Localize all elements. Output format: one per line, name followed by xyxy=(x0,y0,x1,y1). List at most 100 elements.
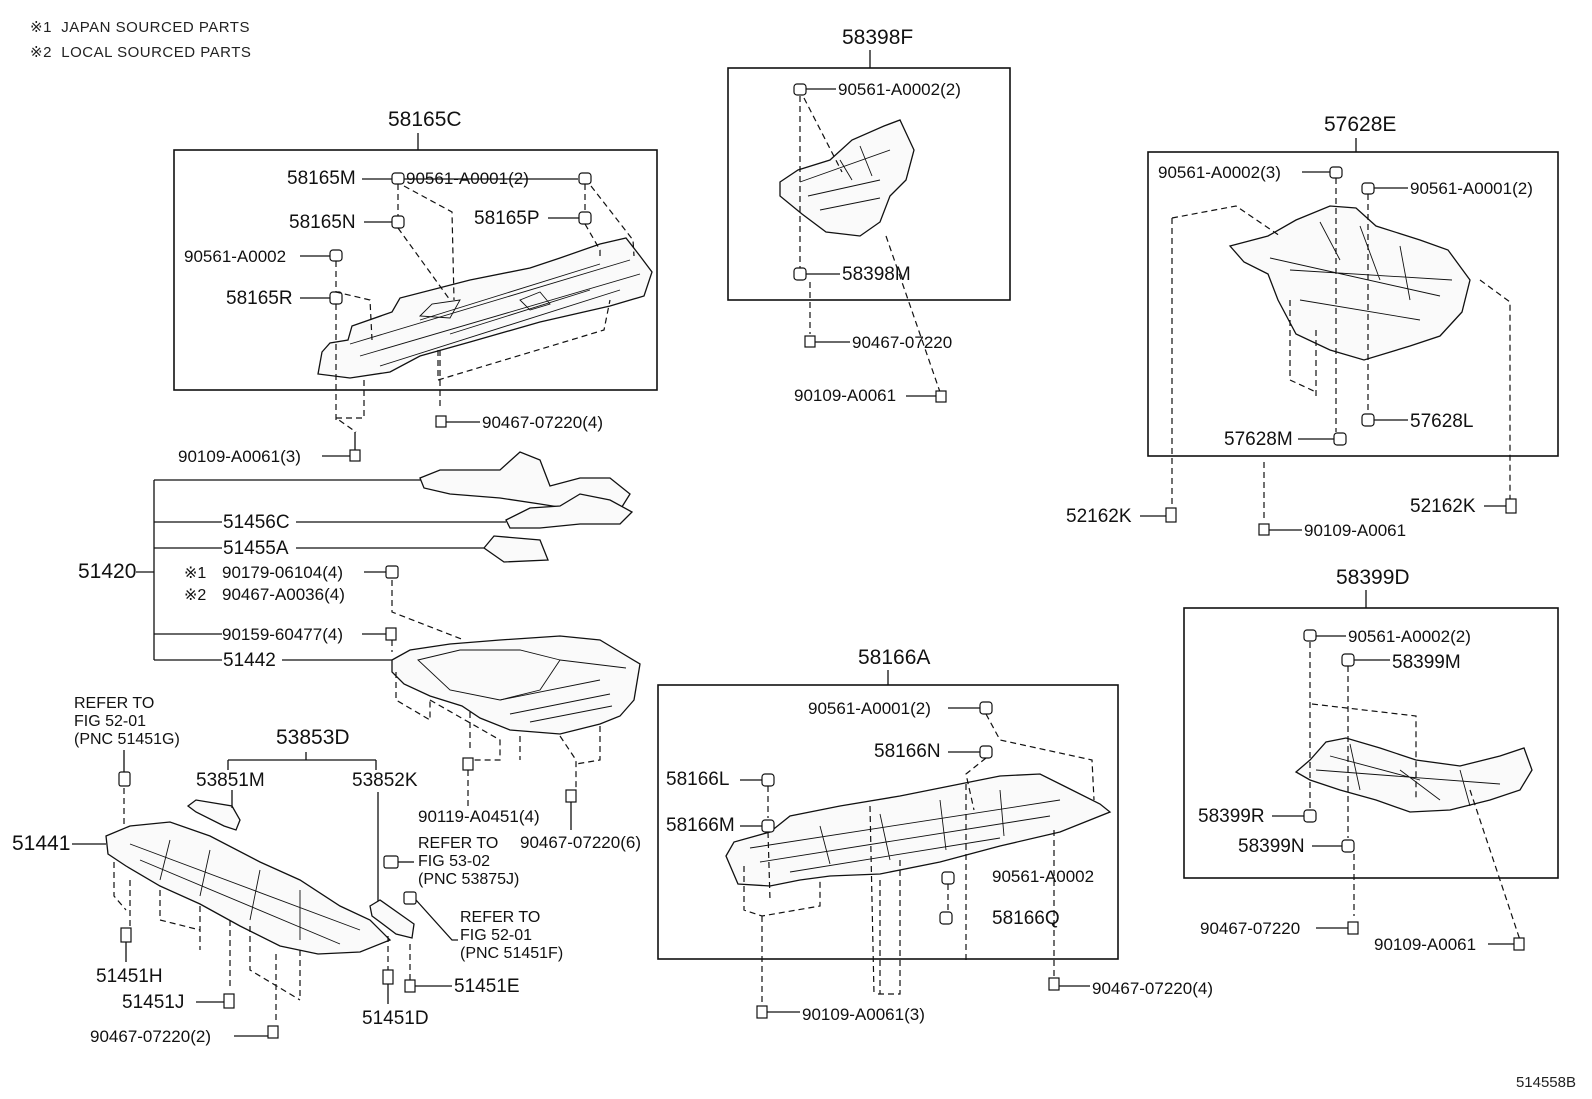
label-90467-07220-6[interactable]: 90467-07220(6) xyxy=(520,833,641,852)
clip-58398m-icon[interactable] xyxy=(793,267,807,281)
clip-58399n-icon[interactable] xyxy=(1341,839,1355,853)
label-57628m[interactable]: 57628M xyxy=(1224,429,1293,450)
label-58399n[interactable]: 58399N xyxy=(1238,836,1305,857)
label-51441[interactable]: 51441 xyxy=(12,832,70,855)
bolt-90119-a0451-icon[interactable] xyxy=(462,757,474,771)
label-52162k-right[interactable]: 52162K xyxy=(1410,496,1476,517)
bracket-53851m[interactable] xyxy=(186,799,241,831)
clip-90561-a0002-icon[interactable] xyxy=(793,83,807,96)
refer-3-line3[interactable]: (PNC 51451F) xyxy=(460,945,563,962)
group-label-58399d[interactable]: 58399D xyxy=(1336,566,1410,589)
label-90467-07220-4[interactable]: 90467-07220(4) xyxy=(482,413,603,432)
group-label-57628e[interactable]: 57628E xyxy=(1324,113,1396,136)
clip-58399r-icon[interactable] xyxy=(1303,809,1317,823)
bolt-90109-a0061-icon[interactable] xyxy=(756,1005,768,1019)
label-58165r[interactable]: 58165R xyxy=(226,288,293,309)
bolt-90467-07220-icon[interactable] xyxy=(804,335,816,348)
refer-2-line1[interactable]: REFER TO xyxy=(418,835,498,852)
label-58166l[interactable]: 58166L xyxy=(666,769,729,790)
label-51451j[interactable]: 51451J xyxy=(122,992,184,1013)
group-label-58165c[interactable]: 58165C xyxy=(388,108,462,131)
label-58166m[interactable]: 58166M xyxy=(666,815,735,836)
bolt-90467-07220-icon[interactable] xyxy=(1048,977,1060,991)
label-90467-07220b[interactable]: 90467-07220 xyxy=(1200,919,1300,938)
group-label-53853d[interactable]: 53853D xyxy=(276,726,350,749)
bolt-90467-07220-icon[interactable] xyxy=(267,1025,279,1039)
refer-2-line2[interactable]: FIG 53-02 xyxy=(418,853,490,870)
label-51455a[interactable]: 51455A xyxy=(223,538,289,559)
clip-51451d-icon[interactable] xyxy=(382,969,394,985)
label-58165n[interactable]: 58165N xyxy=(289,212,356,233)
refer-1-line3[interactable]: (PNC 51451G) xyxy=(74,731,180,748)
label-90159-60477-4[interactable]: 90159-60477(4) xyxy=(222,625,343,644)
bolt-90109-a0061-icon[interactable] xyxy=(1513,937,1525,951)
clip-58166q-icon[interactable] xyxy=(939,911,953,925)
engine-under-cover-58166a[interactable] xyxy=(725,773,1112,887)
label-58165p[interactable]: 58165P xyxy=(474,208,540,229)
engine-under-cover-51442[interactable] xyxy=(391,635,641,735)
screw-52162k-icon[interactable] xyxy=(1505,498,1517,514)
label-90561-a0002-2[interactable]: 90561-A0002(2) xyxy=(838,80,961,99)
clip-58165r-icon[interactable] xyxy=(329,291,343,305)
label-58399m[interactable]: 58399M xyxy=(1392,652,1461,673)
bolt-90467-07220-icon[interactable] xyxy=(565,789,577,803)
label-90561-a0001-2[interactable]: 90561-A0001(2) xyxy=(406,169,529,188)
engine-under-cover-rear[interactable] xyxy=(317,237,653,379)
clip-90561-a0001-icon[interactable] xyxy=(979,701,993,715)
clip-90561-a0002-icon[interactable] xyxy=(1303,629,1317,642)
clip-90561-a0002-icon[interactable] xyxy=(329,249,343,262)
label-58399r[interactable]: 58399R xyxy=(1198,806,1265,827)
clip-58165p-icon[interactable] xyxy=(578,211,592,225)
label-52162k-left[interactable]: 52162K xyxy=(1066,506,1132,527)
clip-90159-60477-icon[interactable] xyxy=(385,627,397,641)
label-57628l[interactable]: 57628L xyxy=(1410,411,1473,432)
clip-90561-a0001-icon[interactable] xyxy=(578,172,592,185)
label-90561-a0002b[interactable]: 90561-A0002 xyxy=(992,867,1094,886)
clip-57628m-icon[interactable] xyxy=(1333,432,1347,446)
screw-52162k-icon[interactable] xyxy=(1165,507,1177,523)
clip-58166n-icon[interactable] xyxy=(979,745,993,759)
refer-1-line2[interactable]: FIG 52-01 xyxy=(74,713,146,730)
label-90179-06104-4[interactable]: 90179-06104(4) xyxy=(222,563,343,582)
group-label-51420[interactable]: 51420 xyxy=(78,560,136,583)
fender-liner-58398f[interactable] xyxy=(779,119,915,237)
fender-liner-58399d[interactable] xyxy=(1294,737,1533,813)
clip-90561-a0002-icon[interactable] xyxy=(941,871,955,885)
clip-53875j-icon[interactable] xyxy=(383,855,399,869)
bolt-90109-a0061-icon[interactable] xyxy=(935,390,947,403)
insulator-51456c[interactable] xyxy=(505,493,634,529)
label-90109-a0061b[interactable]: 90109-A0061 xyxy=(1304,521,1406,540)
bolt-90109-a0061-icon[interactable] xyxy=(349,432,361,462)
label-90467-07220-2[interactable]: 90467-07220(2) xyxy=(90,1027,211,1046)
label-58165m[interactable]: 58165M xyxy=(287,168,356,189)
bolt-90467-07220-icon[interactable] xyxy=(435,415,447,428)
bolt-90467-07220-icon[interactable] xyxy=(1347,921,1359,935)
clip-90561-a0002-icon[interactable] xyxy=(1329,166,1343,179)
label-51442[interactable]: 51442 xyxy=(223,650,276,671)
label-90467-07220-4b[interactable]: 90467-07220(4) xyxy=(1092,979,1213,998)
label-90109-a0061-3[interactable]: 90109-A0061(3) xyxy=(178,447,301,466)
clip-51451h-icon[interactable] xyxy=(120,927,132,943)
insulator-51455a[interactable] xyxy=(483,535,549,563)
label-90467-a0036-4[interactable]: 90467-A0036(4) xyxy=(222,585,345,604)
clip-90561-a0001-icon[interactable] xyxy=(1361,182,1375,195)
clip-58166m-icon[interactable] xyxy=(761,819,775,833)
label-90561-a0002[interactable]: 90561-A0002 xyxy=(184,247,286,266)
clip-58166l-icon[interactable] xyxy=(761,773,775,787)
clip-58165n-icon[interactable] xyxy=(364,215,405,229)
bracket-53852k[interactable] xyxy=(369,899,415,939)
label-58398m[interactable]: 58398M xyxy=(842,264,911,285)
label-90561-a0002-2b[interactable]: 90561-A0002(2) xyxy=(1348,627,1471,646)
label-90561-a0001-2c[interactable]: 90561-A0001(2) xyxy=(808,699,931,718)
group-label-58166a[interactable]: 58166A xyxy=(858,646,930,669)
engine-under-cover-57628e[interactable] xyxy=(1228,205,1471,361)
refer-3-line1[interactable]: REFER TO xyxy=(460,909,540,926)
label-90109-a0061-3b[interactable]: 90109-A0061(3) xyxy=(802,1005,925,1024)
clip-51451g-icon[interactable] xyxy=(118,771,131,787)
label-90561-a0001-2b[interactable]: 90561-A0001(2) xyxy=(1410,179,1533,198)
label-58166q[interactable]: 58166Q xyxy=(992,908,1060,929)
label-90561-a0002-3[interactable]: 90561-A0002(3) xyxy=(1158,163,1281,182)
clip-51451f-icon[interactable] xyxy=(403,891,417,905)
clip-90179-06104-icon[interactable] xyxy=(385,565,399,579)
clip-58165m-icon[interactable] xyxy=(362,172,405,185)
